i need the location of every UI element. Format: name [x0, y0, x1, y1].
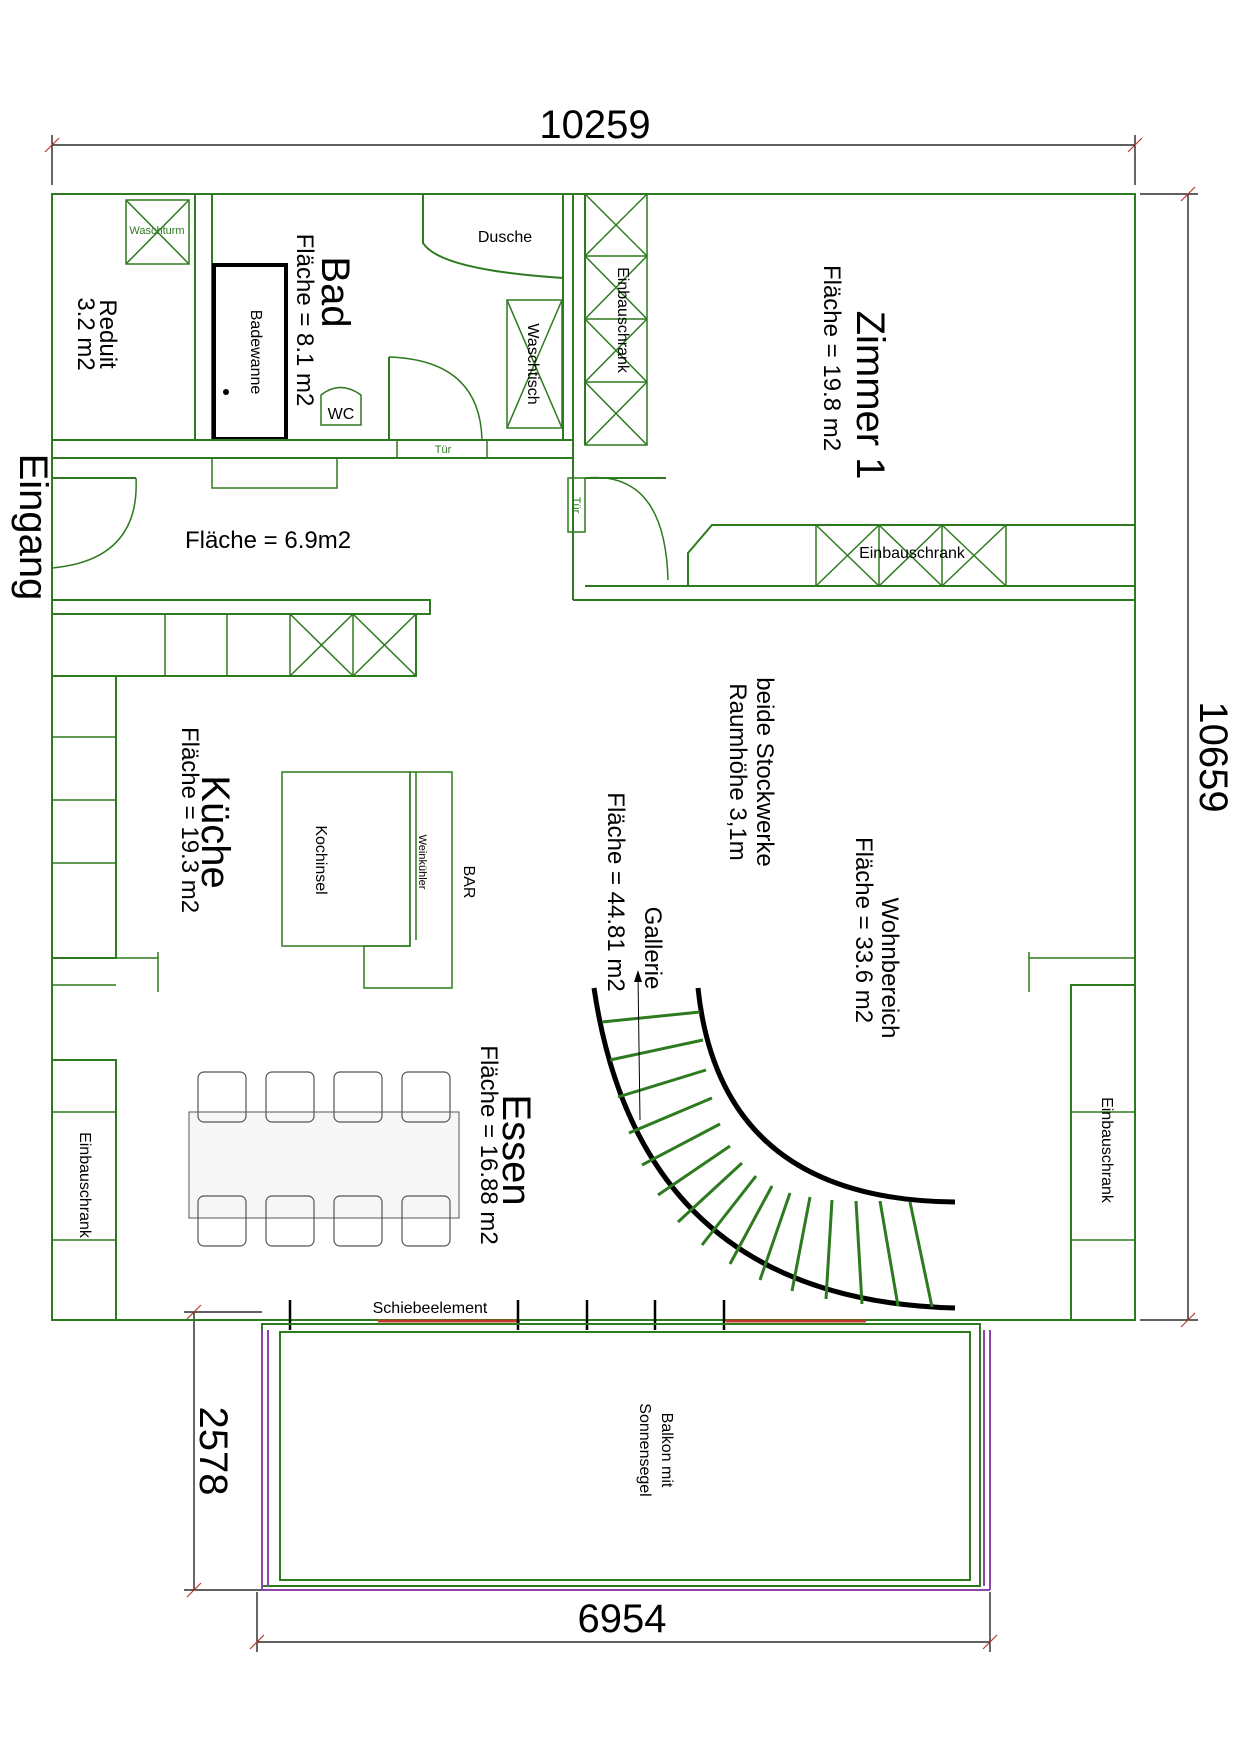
- beide-line-2: Raumhöhe 3,1m: [724, 683, 751, 860]
- kochinsel-label: Kochinsel: [312, 825, 329, 894]
- galerie-area: beide Stockwerke Raumhöhe 3,1m Fläche = …: [602, 677, 778, 991]
- bad-name: Bad: [313, 256, 357, 327]
- weinkuehler-label: Weinkühler: [416, 835, 428, 890]
- tuer-bad-label: Tür: [435, 444, 452, 456]
- essen-name: Essen: [494, 1094, 538, 1205]
- wohn-room: Wohnbereich Fläche = 33.6 m2 Einbauschra…: [850, 837, 1136, 1321]
- waschtisch-label: Waschtisch: [524, 323, 541, 404]
- balkon-line-2: Sonnensegel: [636, 1403, 653, 1496]
- tuer-zimmer-label: Tür: [570, 497, 582, 514]
- dusche-label: Dusche: [478, 229, 532, 246]
- kueche-room: Küche Fläche = 19.3 m2 Kochinsel Weinküh…: [176, 727, 477, 989]
- einbauschrank-top-label: Einbauschrank: [614, 267, 631, 374]
- kitchen-counters: [51, 599, 431, 992]
- galerie-name: Gallerie: [639, 907, 666, 990]
- dim-balcony-depth-label: 2578: [191, 1407, 235, 1496]
- einbauschrank-left-label: Einbauschrank: [76, 1132, 93, 1239]
- kochinsel-box: [281, 771, 411, 947]
- kueche-name: Küche: [193, 775, 237, 888]
- balkon-line-1: Balkon mit: [658, 1413, 675, 1488]
- hallway-walls: Tür Eingang Fläche = 6.9m2: [11, 439, 573, 601]
- kueche-area: Fläche = 19.3 m2: [176, 727, 203, 913]
- wohn-name: Wohnbereich: [876, 898, 903, 1039]
- schiebeelement-label: Schiebeelement: [373, 1300, 488, 1317]
- galerie-area-label: Fläche = 44.81 m2: [602, 792, 629, 991]
- dimension-top: 10259: [44, 103, 1143, 185]
- balcony: Balkon mit Sonnensegel: [261, 1323, 991, 1591]
- zimmer-name: Zimmer 1: [848, 311, 892, 480]
- einbauschrank-right-label: Einbauschrank: [1098, 1097, 1115, 1204]
- waschturm-box: [125, 199, 190, 265]
- dining-table: [188, 1111, 460, 1219]
- schiebeelement: Schiebeelement: [288, 1300, 866, 1330]
- reduit-name: Reduit: [94, 299, 121, 369]
- badewanne-label: Badewanne: [247, 310, 264, 395]
- waschtisch-box: [506, 299, 563, 429]
- bad-area: Fläche = 8.1 m2: [291, 234, 318, 407]
- reduit-area: 3.2 m2: [72, 297, 99, 370]
- eingang-label: Eingang: [11, 454, 55, 601]
- dimension-balcony-depth: 2578: [184, 1304, 262, 1598]
- wohn-area: Fläche = 33.6 m2: [850, 837, 877, 1023]
- einbauschrank-zimmer-label: Einbauschrank: [859, 545, 966, 562]
- dimension-balcony-width: 6954: [249, 1592, 998, 1652]
- dining-chairs: [197, 1071, 451, 1247]
- dim-balcony-width-label: 6954: [578, 1597, 667, 1641]
- reduit-room: Waschturm Reduit 3.2 m2: [72, 194, 213, 440]
- essen-area: Fläche = 16.88 m2: [475, 1045, 502, 1244]
- essen-room: Essen Fläche = 16.88 m2 Einbauschrank: [51, 1045, 538, 1321]
- beide-line-1: beide Stockwerke: [751, 677, 778, 866]
- dim-top-label: 10259: [539, 103, 650, 147]
- dim-right-label: 10659: [1191, 701, 1235, 812]
- wc-shape: [320, 386, 362, 426]
- staircase: [591, 970, 956, 1311]
- dimension-right: 10659: [1140, 186, 1235, 1328]
- waschturm-label: Waschturm: [129, 225, 184, 237]
- flur-area: Fläche = 6.9m2: [185, 527, 351, 554]
- bad-room: Badewanne Bad Fläche = 8.1 m2 Dusche WC …: [212, 194, 564, 441]
- zimmer-room: Zimmer 1 Fläche = 19.8 m2 Tür Einbauschr…: [567, 265, 1135, 601]
- wc-label: WC: [328, 406, 355, 423]
- bar-label: BAR: [460, 866, 477, 899]
- einbauschrank-top: Einbauschrank: [572, 193, 648, 600]
- zimmer-area: Fläche = 19.8 m2: [818, 265, 845, 451]
